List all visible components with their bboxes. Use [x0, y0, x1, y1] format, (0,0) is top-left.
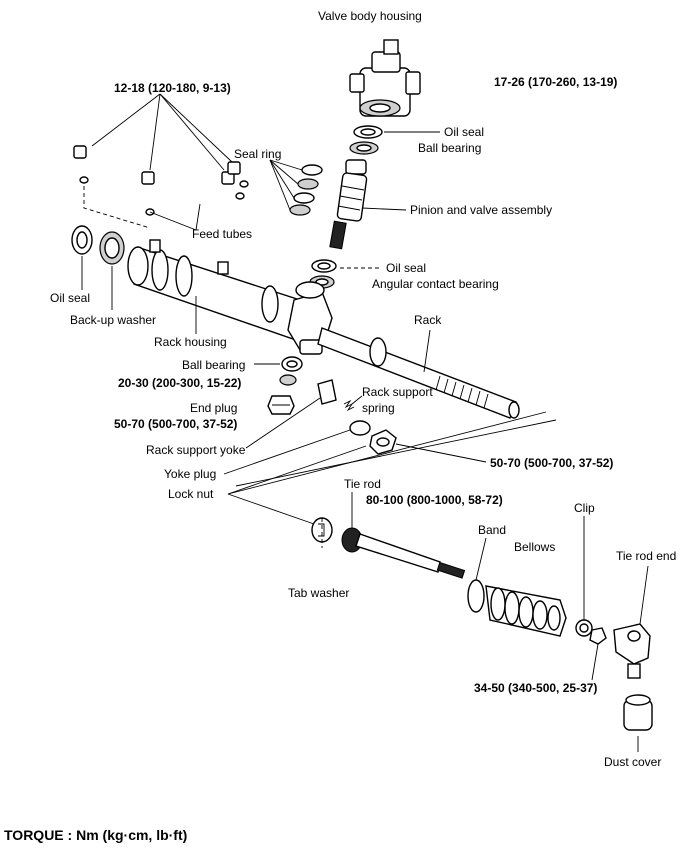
- torque-tie-rod-end: 34-50 (340-500, 25-37): [474, 681, 597, 695]
- label-back-up-washer: Back-up washer: [70, 313, 156, 327]
- label-yoke-plug: Yoke plug: [164, 467, 216, 481]
- label-rack-support-yoke: Rack support yoke: [146, 443, 246, 457]
- label-band: Band: [478, 523, 506, 537]
- rack-part: [317, 327, 520, 419]
- label-oil-seal-mid: Oil seal: [386, 261, 426, 275]
- torque-valve-body: 17-26 (170-260, 13-19): [494, 75, 617, 89]
- torque-feed-tube: 12-18 (120-180, 9-13): [114, 81, 231, 95]
- label-seal-ring: Seal ring: [234, 147, 281, 161]
- pinion-valve-assembly-part: [329, 159, 368, 250]
- washer-small-part: [279, 374, 297, 386]
- rack-housing-part: [127, 239, 333, 355]
- label-tie-rod: Tie rod: [344, 477, 381, 491]
- clip-part: [575, 619, 593, 637]
- label-end-plug: End plug: [190, 401, 237, 415]
- label-oil-seal-top: Oil seal: [444, 125, 484, 139]
- ball-bearing-top-part: [349, 141, 379, 155]
- oil-seal-left-part: [71, 225, 93, 255]
- lock-nut-part: [369, 429, 397, 455]
- feed-tubes-part: [73, 144, 249, 216]
- torque-ball-bearing: 20-30 (200-300, 15-22): [118, 376, 241, 390]
- leader-lines: [81, 93, 649, 752]
- torque-units-legend: TORQUE : Nm (kg·cm, lb·ft): [4, 827, 187, 843]
- label-rack-housing: Rack housing: [154, 335, 227, 349]
- label-feed-tubes: Feed tubes: [192, 227, 252, 241]
- torque-lock-nut: 50-70 (500-700, 37-52): [490, 456, 613, 470]
- label-lock-nut: Lock nut: [168, 487, 214, 501]
- seal-ring-parts: [289, 164, 323, 216]
- label-rack-support-spring-2: spring: [362, 401, 395, 415]
- label-ball-bearing-top: Ball bearing: [418, 141, 481, 155]
- label-tie-rod-end: Tie rod end: [616, 549, 676, 563]
- part-labels: Valve body housing 12-18 (120-180, 9-13)…: [4, 9, 676, 843]
- label-oil-seal-left: Oil seal: [50, 291, 90, 305]
- torque-tie-rod: 80-100 (800-1000, 58-72): [366, 493, 503, 507]
- tie-rod-part: [341, 527, 466, 579]
- angular-contact-bearing-part: [309, 275, 335, 289]
- oil-seal-mid-part: [311, 259, 337, 273]
- label-bellows: Bellows: [514, 540, 555, 554]
- end-plug-part: [267, 395, 295, 415]
- rack-support-spring-part: [343, 399, 355, 412]
- dust-cover-part: [623, 694, 653, 731]
- label-valve-body-housing: Valve body housing: [318, 9, 422, 23]
- band-part: [467, 579, 485, 613]
- jam-nut-part: [589, 627, 607, 645]
- bellows-part: [485, 585, 567, 637]
- torque-end-plug: 50-70 (500-700, 37-52): [114, 417, 237, 431]
- tie-rod-end-part: [613, 623, 651, 679]
- ball-bearing-low-part: [281, 356, 303, 372]
- label-angular-contact-bearing: Angular contact bearing: [372, 277, 499, 291]
- label-dust-cover: Dust cover: [604, 755, 661, 769]
- oil-seal-top-part: [353, 125, 383, 139]
- label-tab-washer: Tab washer: [288, 586, 349, 600]
- back-up-washer-part: [99, 231, 125, 265]
- rack-teeth: [435, 375, 489, 409]
- label-clip: Clip: [574, 501, 595, 515]
- label-pinion-valve-assembly: Pinion and valve assembly: [410, 203, 552, 217]
- rack-support-yoke-part: [317, 379, 337, 405]
- valve-body-housing-part: [349, 39, 421, 117]
- yoke-plug-part: [349, 420, 371, 436]
- label-rack-support-spring-1: Rack support: [362, 385, 433, 399]
- label-rack: Rack: [414, 313, 442, 327]
- label-ball-bearing-low: Ball bearing: [182, 358, 245, 372]
